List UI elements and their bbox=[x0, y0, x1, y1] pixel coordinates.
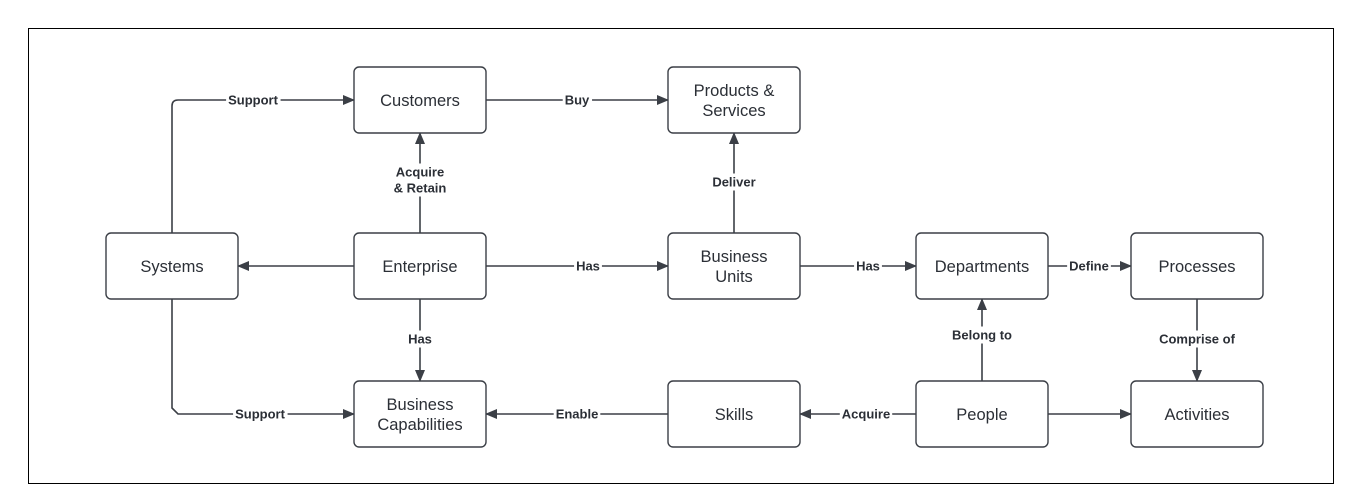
node-label: Processes bbox=[1158, 258, 1235, 276]
edge-label-text: Buy bbox=[565, 93, 590, 108]
node-label: Systems bbox=[140, 258, 203, 276]
edge-label-text: Enable bbox=[556, 407, 599, 422]
edge-label-background bbox=[574, 257, 602, 275]
node-box bbox=[1130, 380, 1264, 448]
node-label: Customers bbox=[380, 92, 460, 110]
edge-label-processes-activities: Comprise of bbox=[1157, 330, 1238, 348]
edge-label-enterprise-customers: Acquire& Retain bbox=[391, 163, 449, 197]
node-skills[interactable]: Skills bbox=[667, 380, 801, 448]
edge-label-background bbox=[406, 330, 434, 348]
diagram-frame bbox=[28, 28, 1334, 484]
edge-label-skills-business-capabilities: Enable bbox=[553, 405, 601, 423]
node-label: Capabilities bbox=[377, 416, 462, 434]
node-departments[interactable]: Departments bbox=[915, 232, 1049, 300]
edge-label-background bbox=[854, 257, 882, 275]
node-label: Activities bbox=[1164, 406, 1229, 424]
edge-label-systems-customers: Support bbox=[226, 91, 281, 109]
node-box bbox=[667, 232, 801, 300]
node-customers[interactable]: Customers bbox=[353, 66, 487, 134]
node-box bbox=[667, 66, 801, 134]
edge-label-text: Support bbox=[235, 407, 285, 422]
edge-label-text: Belong to bbox=[952, 328, 1012, 343]
edge-label-systems-business-capabilities: Support bbox=[233, 405, 288, 423]
node-activities[interactable]: Activities bbox=[1130, 380, 1264, 448]
node-enterprise[interactable]: Enterprise bbox=[353, 232, 487, 300]
edge-label-text: Define bbox=[1069, 259, 1109, 274]
edge-label-background bbox=[391, 163, 449, 197]
edge-label-customers-products: Buy bbox=[562, 91, 593, 109]
node-box bbox=[105, 232, 239, 300]
node-label: People bbox=[956, 406, 1007, 424]
edge-label-text: Comprise of bbox=[1159, 332, 1236, 347]
node-label: Products & bbox=[694, 82, 775, 100]
edge-label-background bbox=[1067, 257, 1111, 275]
node-label: Services bbox=[702, 102, 765, 120]
node-box bbox=[353, 232, 487, 300]
node-products[interactable]: Products & Services bbox=[667, 66, 801, 134]
node-label: Departments bbox=[935, 258, 1029, 276]
node-box bbox=[915, 232, 1049, 300]
edge-label-enterprise-business-capabilities: Has bbox=[406, 330, 434, 348]
node-processes[interactable]: Processes bbox=[1130, 232, 1264, 300]
edge-label-people-skills: Acquire bbox=[839, 405, 893, 423]
edge-label-text: Support bbox=[228, 93, 278, 108]
edge-label-business-units-products: Deliver bbox=[710, 173, 758, 191]
edge-label-background bbox=[839, 405, 893, 423]
edge-label-text: & Retain bbox=[394, 181, 447, 196]
node-label: Skills bbox=[715, 406, 754, 424]
edge-label-departments-processes: Define bbox=[1067, 257, 1111, 275]
edge-systems-customers bbox=[171, 95, 355, 233]
edge-label-background bbox=[562, 91, 593, 109]
node-label: Enterprise bbox=[382, 258, 457, 276]
edge-label-text: Has bbox=[576, 259, 600, 274]
node-box bbox=[667, 380, 801, 448]
edge-systems-business-capabilities bbox=[171, 299, 355, 419]
edge-label-text: Has bbox=[856, 259, 880, 274]
node-box bbox=[353, 66, 487, 134]
node-box bbox=[353, 380, 487, 448]
edge-label-text: Acquire bbox=[396, 165, 444, 180]
edge-label-text: Has bbox=[408, 332, 432, 347]
edge-label-business-units-departments: Has bbox=[854, 257, 882, 275]
node-systems[interactable]: Systems bbox=[105, 232, 239, 300]
edge-label-background bbox=[553, 405, 601, 423]
edge-label-background bbox=[950, 326, 1015, 344]
node-label: Units bbox=[715, 268, 753, 286]
node-box bbox=[1130, 232, 1264, 300]
edge-label-background bbox=[226, 91, 281, 109]
edge-label-enterprise-business-units: Has bbox=[574, 257, 602, 275]
node-people[interactable]: People bbox=[915, 380, 1049, 448]
edge-label-background bbox=[233, 405, 288, 423]
node-label: Business bbox=[387, 396, 454, 414]
edge-label-text: Acquire bbox=[842, 407, 890, 422]
node-label: Business bbox=[701, 248, 768, 266]
edge-label-background bbox=[710, 173, 758, 191]
node-box bbox=[915, 380, 1049, 448]
edge-label-background bbox=[1157, 330, 1238, 348]
edge-label-text: Deliver bbox=[712, 175, 755, 190]
edge-label-people-departments: Belong to bbox=[950, 326, 1015, 344]
